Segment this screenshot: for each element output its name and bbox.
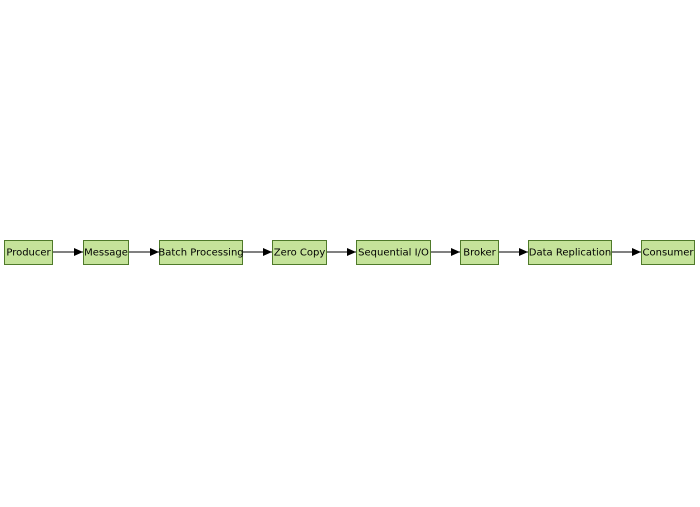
node-broker[interactable]: Broker: [460, 240, 499, 265]
node-data-replication[interactable]: Data Replication: [528, 240, 612, 265]
node-message[interactable]: Message: [83, 240, 129, 265]
node-producer-label: Producer: [6, 248, 51, 259]
node-sequential-io-box: [356, 240, 431, 265]
node-batch-processing-label: Batch Processing: [158, 248, 243, 259]
node-consumer[interactable]: Consumer: [641, 240, 695, 265]
node-producer[interactable]: Producer: [4, 240, 53, 265]
node-consumer-box: [641, 240, 695, 265]
node-batch-processing[interactable]: Batch Processing: [158, 240, 244, 265]
node-message-box: [83, 240, 129, 265]
node-message-label: Message: [84, 248, 128, 259]
node-broker-box: [460, 240, 499, 265]
nodes: Producer Message Batch Processing Zero C…: [4, 240, 695, 265]
node-zero-copy-label: Zero Copy: [274, 248, 326, 259]
node-data-replication-label: Data Replication: [529, 248, 611, 259]
node-sequential-io[interactable]: Sequential I/O: [356, 240, 431, 265]
node-zero-copy-box: [272, 240, 327, 265]
node-consumer-label: Consumer: [643, 248, 695, 259]
node-sequential-io-label: Sequential I/O: [358, 248, 429, 259]
node-zero-copy[interactable]: Zero Copy: [272, 240, 327, 265]
node-producer-box: [4, 240, 53, 265]
node-broker-label: Broker: [463, 248, 496, 259]
node-data-replication-box: [528, 240, 612, 265]
node-batch-processing-box: [159, 240, 243, 265]
